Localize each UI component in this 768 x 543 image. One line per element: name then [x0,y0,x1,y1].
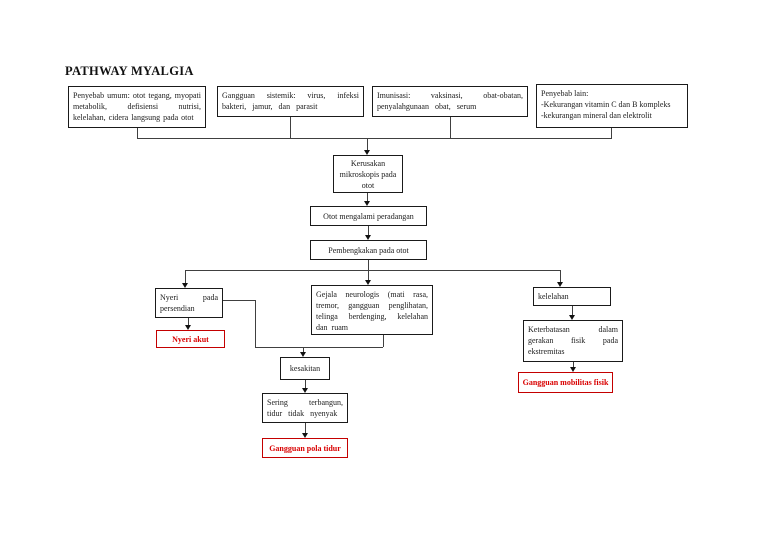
connector-line [185,270,560,271]
connector-line [305,380,306,389]
node-sering-terbangun: Sering terbangun, tidur tidak nyenyak [262,393,348,423]
connector-line [560,270,561,282]
node-keterbatasan-gerak: Keterbatasan dalam gerakan fisik pada ek… [523,320,623,362]
node-kesakitan: kesakitan [280,357,330,380]
node-otot-peradangan: Otot mengalami peradangan [310,206,427,226]
node-kelelahan: kelelahan [533,287,611,306]
arrowhead [302,433,308,438]
connector-line [572,306,573,315]
connector-line [573,362,574,367]
penyebab-lain-line1: Penyebab lain: [541,89,589,98]
connector-line [255,300,256,347]
penyebab-lain-line2: -Kekurangan vitamin C dan B kompleks [541,100,671,109]
connector-line [367,138,368,151]
connector-line [188,318,189,325]
node-imunisasi: Imunisasi: vaksinasi, obat-obatan, penya… [372,86,528,117]
arrowhead [569,315,575,320]
node-penyebab-lain: Penyebab lain: -Kekurangan vitamin C dan… [536,84,688,128]
arrowhead [302,388,308,393]
connector-line [137,128,138,139]
connector-line [368,226,369,236]
page-title: PATHWAY MYALGIA [65,64,194,78]
connector-line [137,138,612,139]
node-pembengkakan: Pembengkakan pada otot [310,240,427,260]
node-kerusakan-mikroskopis: Kerusakan mikroskopis pada otot [333,155,403,193]
connector-line [368,270,369,280]
arrowhead [182,283,188,288]
arrowhead [185,325,191,330]
node-gangguan-sistemik: Gangguan sistemik: virus, infeksi bakter… [217,86,364,117]
connector-line [223,300,255,301]
connector-line [611,128,612,139]
connector-line [368,260,369,270]
arrowhead [365,280,371,285]
node-gangguan-pola-tidur: Gangguan pola tidur [262,438,348,458]
connector-line [367,193,368,202]
node-penyebab-umum: Penyebab umum: otot tegang, myopati meta… [68,86,206,128]
arrowhead [557,282,563,287]
arrowhead [300,352,306,357]
node-nyeri-persendian: Nyeri pada persendian [155,288,223,318]
arrowhead [364,201,370,206]
connector-line [303,347,304,353]
connector-line [383,335,384,347]
connector-line [185,270,186,283]
arrowhead [364,150,370,155]
connector-line [255,347,383,348]
connector-line [305,423,306,433]
arrowhead [570,367,576,372]
penyebab-lain-line3: -kekurangan mineral dan elektrolit [541,111,652,120]
node-gangguan-mobilitas: Gangguan mobilitas fisik [518,372,613,393]
node-gejala-neurologis: Gejala neurologis (mati rasa, tremor, ga… [311,285,433,335]
node-nyeri-akut: Nyeri akut [156,330,225,348]
connector-line [450,117,451,139]
connector-line [290,117,291,139]
arrowhead [365,235,371,240]
